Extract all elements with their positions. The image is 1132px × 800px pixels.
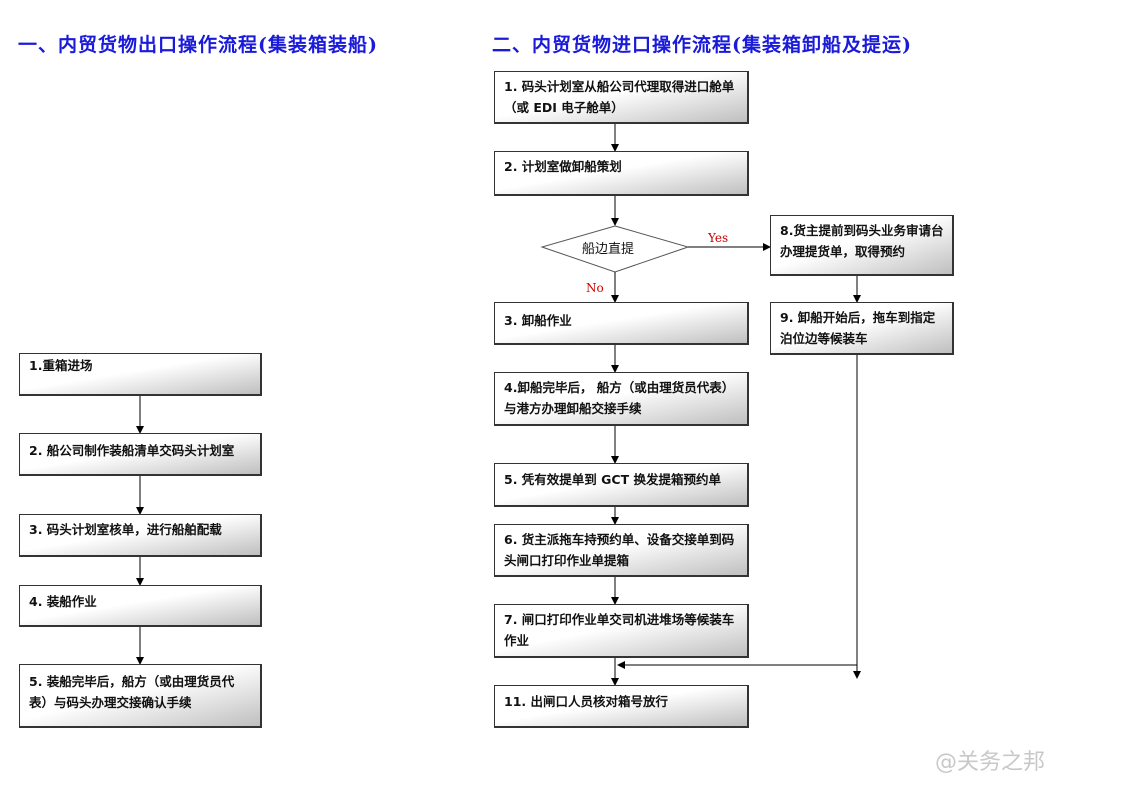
watermark: @关务之邦 — [935, 750, 1046, 775]
import-step-5: 5. 凭有效提单到 GCT 换发提箱预约单 — [494, 463, 749, 507]
left-title: 一、内贸货物出口操作流程(集装箱装船) — [18, 34, 378, 56]
decision-label: 船边直提 — [582, 242, 635, 257]
import-step-7: 7. 闸口打印作业单交司机进堆场等候装车作业 — [494, 604, 749, 658]
export-step-1: 1.重箱进场 — [19, 353, 262, 396]
import-step-11: 11. 出闸口人员核对箱号放行 — [494, 685, 749, 728]
import-step-2: 2. 计划室做卸船策划 — [494, 151, 749, 196]
import-step-8: 8.货主提前到码头业务审请台办理提货单，取得预约 — [770, 215, 954, 276]
import-step-3: 3. 卸船作业 — [494, 302, 749, 345]
export-step-5: 5. 装船完毕后，船方（或由理货员代表）与码头办理交接确认手续 — [19, 664, 262, 728]
import-step-9: 9. 卸船开始后，拖车到指定泊位边等候装车 — [770, 302, 954, 355]
export-step-4: 4. 装船作业 — [19, 585, 262, 627]
export-step-2: 2. 船公司制作装船清单交码头计划室 — [19, 433, 262, 476]
import-step-4: 4.卸船完毕后， 船方（或由理货员代表）与港方办理卸船交接手续 — [494, 372, 749, 426]
import-step-1: 1. 码头计划室从船公司代理取得进口舱单（或 EDI 电子舱单） — [494, 71, 749, 124]
right-title: 二、内贸货物进口操作流程(集装箱卸船及提运) — [492, 34, 912, 56]
no-label: No — [586, 281, 604, 295]
yes-label: Yes — [708, 231, 729, 245]
import-step-6: 6. 货主派拖车持预约单、设备交接单到码头闸口打印作业单提箱 — [494, 524, 749, 577]
export-step-3: 3. 码头计划室核单，进行船舶配载 — [19, 514, 262, 557]
